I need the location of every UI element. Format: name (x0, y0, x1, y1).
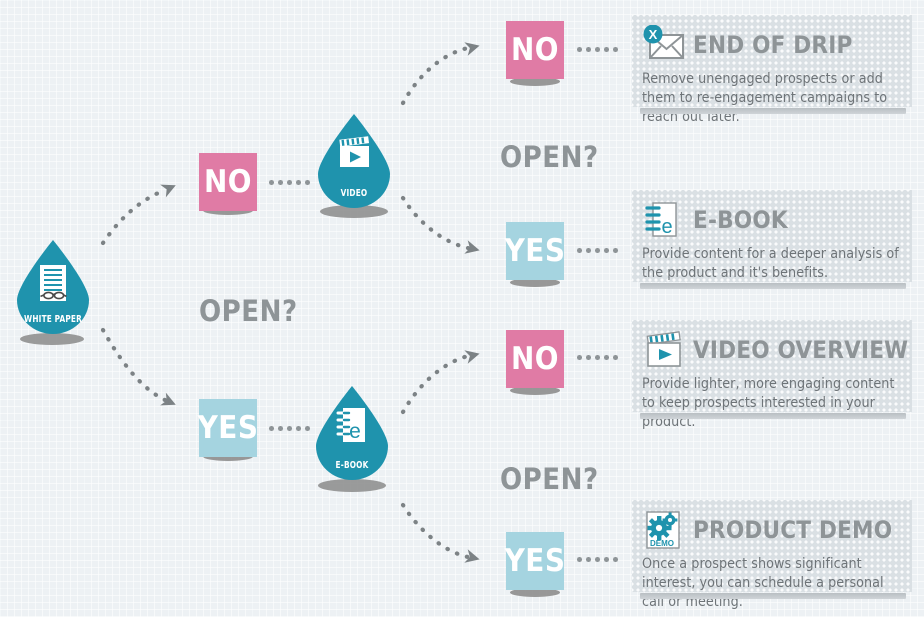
node-white-paper[interactable]: WHITE PAPER (11, 238, 95, 336)
decision-label-open-2: OPEN? (199, 294, 298, 328)
chip-label: NO (510, 32, 560, 68)
chip-label: NO (203, 164, 253, 200)
gears-demo-icon: DEMO (642, 510, 684, 550)
node-video[interactable]: VIDEO (312, 112, 396, 210)
svg-text:DEMO: DEMO (650, 539, 674, 548)
dotted-link-yes-to-ebook-card (575, 248, 621, 253)
card-header: VIDEO OVERVIEW (642, 328, 908, 372)
svg-text:e: e (349, 420, 361, 443)
card-body: Provide lighter, more engaging content t… (642, 376, 895, 430)
arrowhead-video-yes (464, 240, 482, 258)
dotted-link-yes-to-product-demo (575, 557, 621, 562)
chip-yes-bottom[interactable]: YES (504, 532, 566, 590)
arrow-ebook-to-no (400, 353, 471, 415)
arrow-video-to-yes (400, 195, 471, 251)
node-label-white-paper: WHITE PAPER (24, 314, 82, 325)
svg-text:X: X (649, 27, 658, 42)
chip-yes-branch[interactable]: YES (197, 399, 259, 457)
card-shadow-bar (640, 593, 906, 599)
arrowhead-ebook-yes (464, 549, 482, 567)
arrowhead-video-no (464, 38, 482, 56)
spiral-book-e-icon: e (642, 200, 684, 240)
chip-no-top[interactable]: NO (506, 21, 564, 79)
dotted-link-yes-to-ebook (267, 426, 313, 431)
arrow-ebook-to-yes (400, 502, 471, 560)
video-drop-shadow (320, 205, 388, 218)
spiral-book-e-icon: e (310, 407, 394, 452)
chip-label: YES (504, 233, 566, 269)
chip-shadow (510, 77, 560, 86)
node-label-video: VIDEO (340, 188, 368, 199)
chip-yes-ebook[interactable]: YES (504, 222, 566, 280)
chip-shadow (510, 278, 560, 287)
envelope-x-icon: X (642, 24, 684, 65)
dotted-link-no-to-video (267, 180, 313, 185)
node-label-ebook: E-BOOK (335, 460, 369, 471)
card-body: Provide content for a deeper analysis of… (642, 246, 899, 281)
card-product-demo[interactable]: DEMO PRODUCT DEMO Once a prospect shows … (632, 500, 912, 610)
clapperboard-play-icon (312, 134, 396, 179)
chip-no-branch[interactable]: NO (199, 153, 257, 211)
clapperboard-play-icon (642, 330, 684, 370)
arrowhead-whitepaper-no (160, 178, 179, 198)
card-shadow-bar (640, 283, 906, 289)
arrow-whitepaper-to-yes (100, 327, 168, 403)
card-header: e E-BOOK (642, 198, 902, 242)
chip-label: YES (197, 410, 259, 446)
card-shadow-bar (640, 108, 906, 114)
card-video-overview[interactable]: VIDEO OVERVIEW Provide lighter, more eng… (632, 320, 912, 430)
chip-no-mid[interactable]: NO (506, 330, 564, 388)
chip-label: NO (510, 341, 560, 377)
arrow-video-to-no (400, 45, 471, 106)
card-shadow-bar (640, 413, 906, 419)
card-body: Remove unengaged prospects or add them t… (642, 71, 888, 125)
card-header: DEMO PRODUCT DEMO (642, 508, 902, 552)
arrowhead-ebook-no (464, 346, 482, 364)
card-title: END OF DRIP (693, 31, 853, 59)
chip-label: YES (504, 543, 566, 579)
card-e-book[interactable]: e E-BOOK Provide content for a deeper an… (632, 190, 912, 282)
decision-label-open-1: OPEN? (500, 140, 599, 174)
decision-label-open-3: OPEN? (500, 462, 599, 496)
card-end-of-drip[interactable]: X END OF DRIP Remove unengaged prospects… (632, 15, 912, 125)
card-title: E-BOOK (693, 206, 788, 234)
svg-text:e: e (661, 216, 672, 238)
card-title: VIDEO OVERVIEW (693, 336, 909, 364)
document-glasses-icon (11, 264, 95, 311)
card-body: Once a prospect shows significant intere… (642, 556, 884, 610)
dotted-link-no-to-end-of-drip (575, 47, 621, 52)
chip-shadow (510, 588, 560, 597)
card-title: PRODUCT DEMO (693, 516, 893, 544)
arrowhead-whitepaper-yes (160, 392, 179, 412)
node-ebook[interactable]: e E-BOOK (310, 384, 394, 482)
dotted-link-no-to-video-overview (575, 355, 621, 360)
ebook-drop-shadow (318, 479, 386, 492)
card-header: X END OF DRIP (642, 23, 902, 67)
chip-shadow (510, 386, 560, 395)
arrow-whitepaper-to-no (100, 187, 168, 246)
whitepaper-drop-shadow (20, 333, 84, 345)
